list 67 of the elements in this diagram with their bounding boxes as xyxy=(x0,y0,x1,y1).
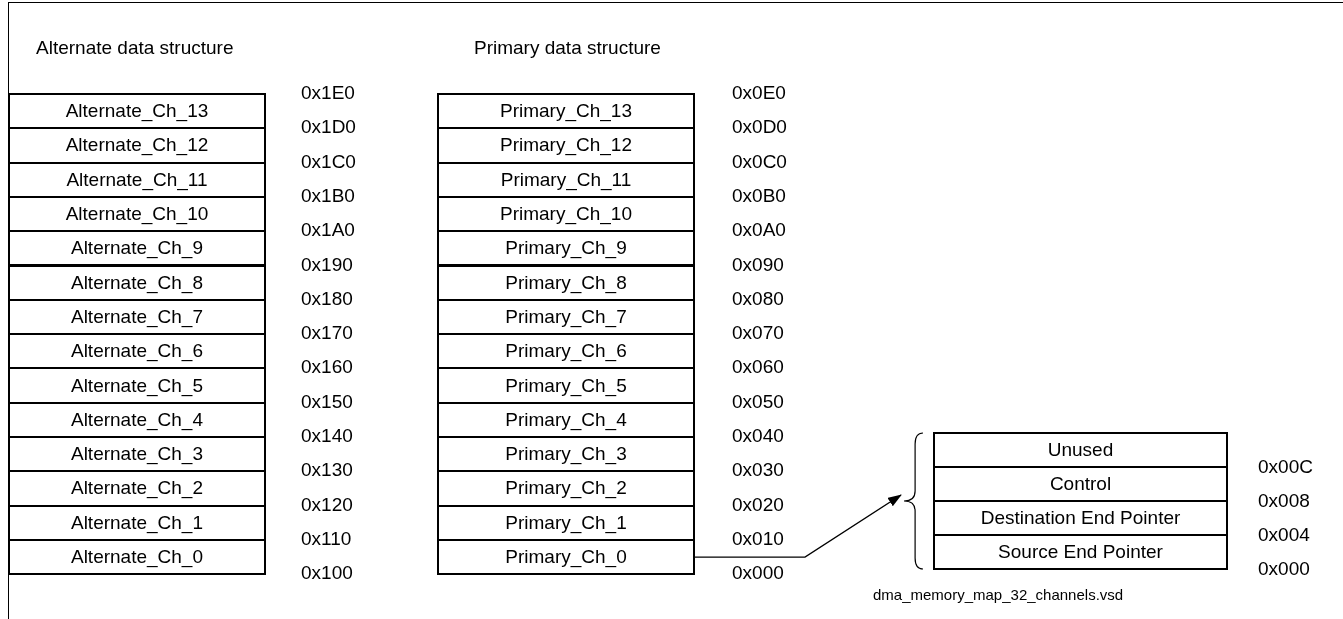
address-label: 0x070 xyxy=(732,322,784,345)
address-label: 0x010 xyxy=(732,527,784,550)
address-label: 0x080 xyxy=(732,287,784,310)
arrow xyxy=(694,494,902,558)
memory-field: Destination End Pointer xyxy=(933,500,1228,536)
memory-field: Alternate_Ch_12 xyxy=(8,127,266,164)
address-label: 0x100 xyxy=(301,562,353,585)
memory-field: Alternate_Ch_11 xyxy=(8,161,266,198)
memory-field: Primary_Ch_9 xyxy=(437,230,695,267)
address-label: 0x040 xyxy=(732,425,784,447)
address-label: 0x000 xyxy=(732,562,784,585)
address-label: 0x0B0 xyxy=(732,184,786,207)
memory-field: Control xyxy=(933,466,1228,502)
curly-brace xyxy=(903,432,925,570)
address-label: 0x050 xyxy=(732,390,784,413)
address-label: 0x120 xyxy=(301,493,353,516)
memory-field: Primary_Ch_1 xyxy=(437,504,695,541)
memory-field: Primary_Ch_12 xyxy=(437,127,695,164)
memory-field: Primary_Ch_11 xyxy=(437,161,695,198)
memory-field: Primary_Ch_6 xyxy=(437,333,695,370)
address-label: 0x1C0 xyxy=(301,150,356,173)
memory-field: Alternate_Ch_3 xyxy=(8,436,266,473)
address-label: 0x170 xyxy=(301,322,353,345)
memory-field: Primary_Ch_13 xyxy=(437,93,695,130)
memory-field: Alternate_Ch_5 xyxy=(8,367,266,404)
address-label: 0x160 xyxy=(301,356,353,379)
column-heading: Primary data structure xyxy=(474,37,661,59)
memory-field: Source End Pointer xyxy=(933,534,1228,570)
address-label: 0x1E0 xyxy=(301,82,355,104)
address-label: 0x0D0 xyxy=(732,116,787,139)
memory-field: Primary_Ch_3 xyxy=(437,436,695,473)
address-label: 0x140 xyxy=(301,425,353,447)
address-label: 0x060 xyxy=(732,356,784,379)
memory-field: Alternate_Ch_6 xyxy=(8,333,266,370)
memory-field: Alternate_Ch_0 xyxy=(8,538,266,576)
memory-field: Unused xyxy=(933,432,1228,468)
memory-field: Alternate_Ch_4 xyxy=(8,401,266,438)
memory-field: Alternate_Ch_13 xyxy=(8,93,266,130)
memory-field: Alternate_Ch_1 xyxy=(8,504,266,541)
memory-field: Primary_Ch_0 xyxy=(437,538,695,576)
address-label: 0x004 xyxy=(1258,524,1310,546)
address-label: 0x000 xyxy=(1258,558,1310,580)
memory-field: Primary_Ch_4 xyxy=(437,401,695,438)
address-label: 0x0E0 xyxy=(732,82,786,104)
address-label: 0x1A0 xyxy=(301,219,355,242)
memory-field: Primary_Ch_8 xyxy=(437,264,695,301)
address-label: 0x0C0 xyxy=(732,150,787,173)
address-label: 0x150 xyxy=(301,390,353,413)
file-name: dma_memory_map_32_channels.vsd xyxy=(873,585,1124,603)
address-label: 0x090 xyxy=(732,253,784,276)
memory-field: Alternate_Ch_8 xyxy=(8,264,266,301)
memory-field: Alternate_Ch_9 xyxy=(8,230,266,267)
address-label: 0x110 xyxy=(301,527,352,550)
address-label: 0x190 xyxy=(301,253,353,276)
address-label: 0x0A0 xyxy=(732,219,786,242)
address-label: 0x1B0 xyxy=(301,184,355,207)
address-label: 0x008 xyxy=(1258,490,1310,512)
address-label: 0x180 xyxy=(301,287,353,310)
memory-field: Primary_Ch_2 xyxy=(437,470,695,507)
column-heading: Alternate data structure xyxy=(36,37,234,59)
memory-field: Alternate_Ch_2 xyxy=(8,470,266,507)
memory-field: Primary_Ch_5 xyxy=(437,367,695,404)
address-label: 0x130 xyxy=(301,459,353,482)
address-label: 0x030 xyxy=(732,459,784,482)
address-label: 0x020 xyxy=(732,493,784,516)
address-label: 0x1D0 xyxy=(301,116,356,139)
address-label: 0x00C xyxy=(1258,456,1313,478)
